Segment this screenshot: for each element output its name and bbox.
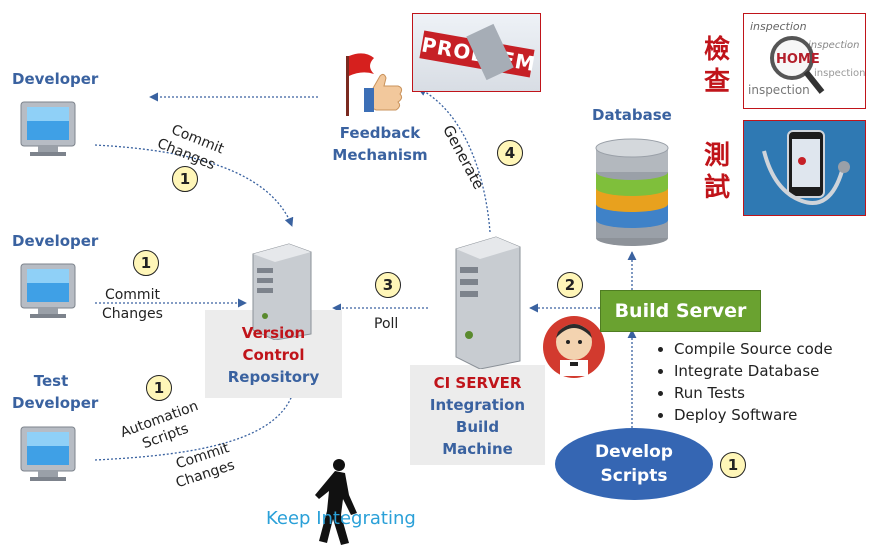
commit-changes-mid: Commit Changes xyxy=(102,287,163,322)
thumbs-up-flag-icon xyxy=(346,53,403,116)
vcs-label: Version Control Repository xyxy=(227,324,320,386)
ci-label: CI SERVER Integration Build Machine xyxy=(429,374,526,458)
build-server-box: Build Server xyxy=(600,290,761,332)
svg-text:inspection: inspection xyxy=(808,40,859,51)
poll-label: Poll xyxy=(374,316,399,332)
step-badge: 4 xyxy=(497,140,523,166)
step-badge: 1 xyxy=(172,166,198,192)
monitor-icon xyxy=(20,263,76,318)
monitor-icon xyxy=(20,101,76,156)
feedback-label: Feedback Mechanism xyxy=(332,124,428,164)
database-icon xyxy=(595,138,669,246)
svg-text:inspection: inspection xyxy=(748,83,810,97)
svg-text:HOME: HOME xyxy=(776,52,820,67)
step-badge: 1 xyxy=(133,250,159,276)
ci-panel xyxy=(410,365,545,465)
problem-image: PROBLEM xyxy=(412,13,541,92)
inspect-label: 檢查 xyxy=(703,35,730,97)
step-badge: 2 xyxy=(557,272,583,298)
build-task: Integrate Database xyxy=(674,360,833,382)
striding-man-icon xyxy=(315,459,357,545)
arrow-commit-bottom xyxy=(94,384,298,461)
build-task: Compile Source code xyxy=(674,338,833,360)
svg-text:inspection: inspection xyxy=(814,68,865,79)
jenkins-icon xyxy=(543,316,605,378)
database-label: Database xyxy=(592,106,672,124)
developer-2-label: Developer xyxy=(12,232,99,250)
test-label: 測試 xyxy=(703,141,730,203)
keep-integrating-label: Keep Integrating xyxy=(266,508,416,529)
monitor-icon xyxy=(20,426,76,481)
build-tasks: Compile Source code Integrate Database R… xyxy=(656,338,833,426)
server-icon xyxy=(252,243,312,340)
build-task: Deploy Software xyxy=(674,404,833,426)
test-developer-label: Test Developer xyxy=(12,372,99,412)
svg-text:inspection: inspection xyxy=(750,20,807,33)
server-icon xyxy=(455,236,521,369)
phone-test-image xyxy=(743,120,866,216)
developer-1-label: Developer xyxy=(12,70,99,88)
develop-scripts-ellipse: Develop Scripts xyxy=(555,428,713,500)
build-task: Run Tests xyxy=(674,382,833,404)
inspection-image: inspection inspection inspection inspect… xyxy=(743,13,866,109)
step-badge: 3 xyxy=(375,272,401,298)
step-badge: 1 xyxy=(146,375,172,401)
arrow-commit-top xyxy=(94,144,294,227)
step-badge: 1 xyxy=(720,452,746,478)
